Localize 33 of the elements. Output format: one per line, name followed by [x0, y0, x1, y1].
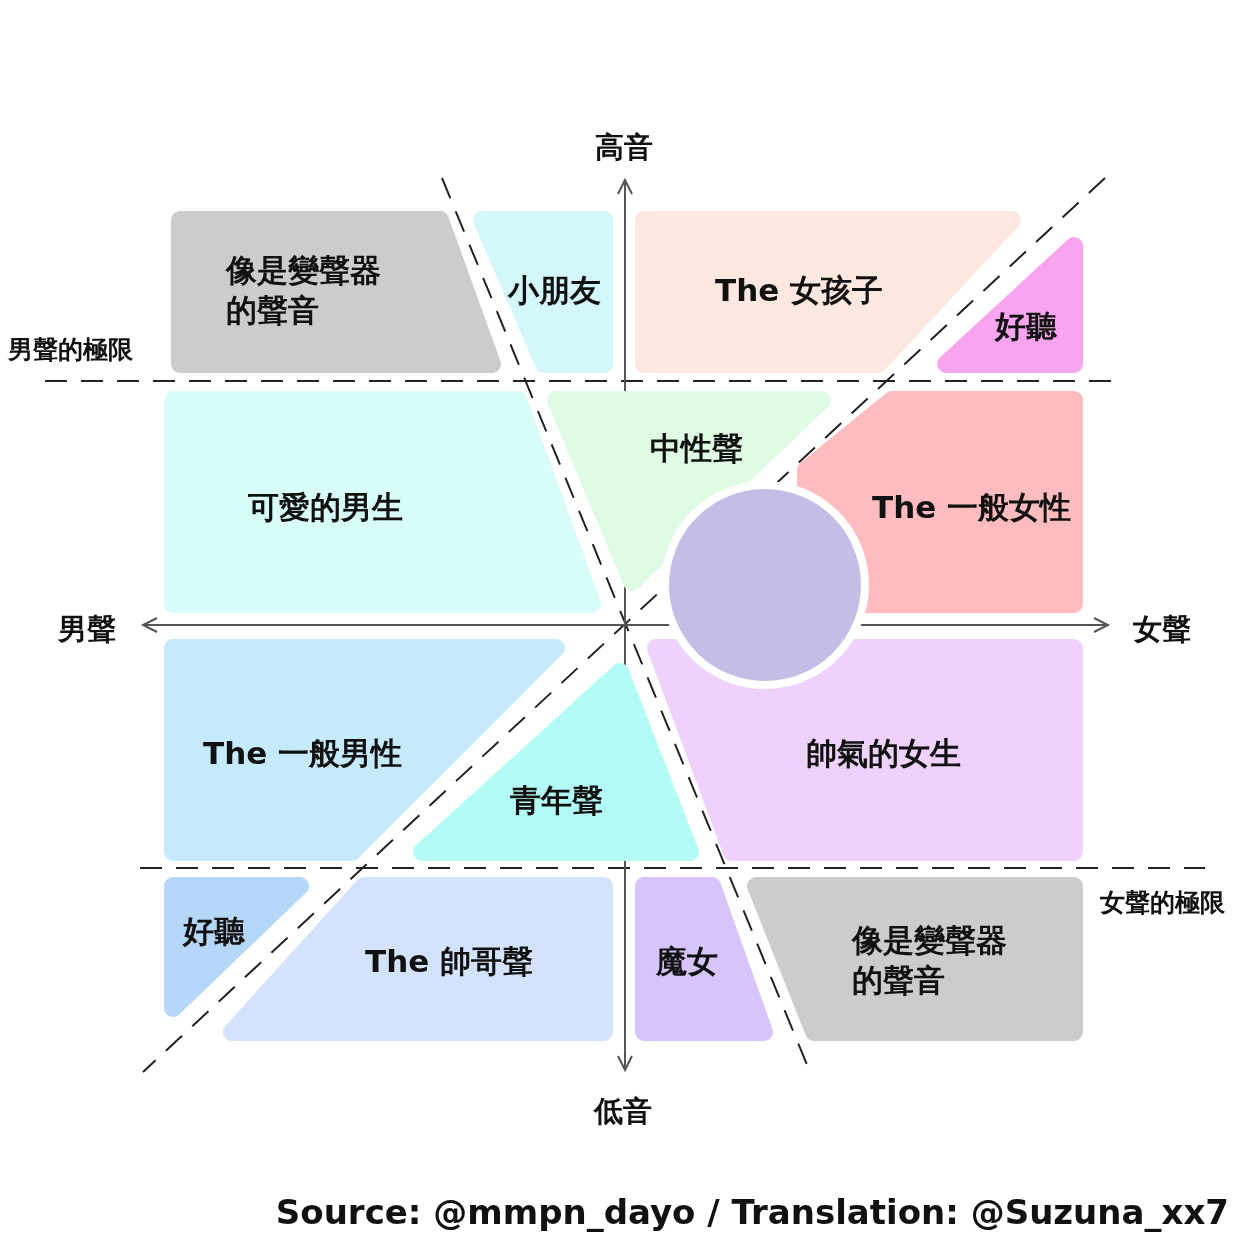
- region-label: 好聽: [183, 912, 245, 951]
- voice-region: [413, 663, 699, 861]
- region-label: 可愛的男生: [248, 488, 403, 527]
- region-label: The 一般女性: [872, 488, 1072, 527]
- region-label: The 帥哥聲: [365, 942, 534, 981]
- region-label: 中性聲: [650, 429, 743, 468]
- region-label: 好聽: [995, 307, 1057, 346]
- axis-label: 男聲: [58, 611, 116, 648]
- voice-region: [937, 237, 1083, 373]
- limit-label: 女聲的極限: [1100, 887, 1225, 919]
- region-label: 魔女: [656, 942, 718, 981]
- voice-region: [547, 391, 831, 591]
- region-label: 帥氣的女生: [806, 734, 961, 773]
- region-label: 像是變聲器的聲音: [226, 251, 382, 331]
- region-label: 青年聲: [510, 781, 603, 820]
- center-circle: [660, 480, 870, 690]
- voice-region: [171, 211, 501, 373]
- voice-region: [164, 877, 309, 1017]
- voice-region: [635, 877, 773, 1041]
- voice-region: [164, 391, 601, 613]
- voice-region: [797, 391, 1083, 613]
- region-label: 像是變聲器的聲音: [852, 921, 1008, 1001]
- region-label: The 一般男性: [203, 734, 403, 773]
- voice-region: [473, 211, 613, 373]
- axis-label: 高音: [595, 129, 653, 166]
- voice-region: [647, 639, 1083, 861]
- voice-region: [747, 877, 1083, 1041]
- axis-label: 低音: [594, 1093, 652, 1130]
- axis-label: 女聲: [1133, 611, 1191, 648]
- region-label: The 女孩子: [715, 271, 884, 310]
- limit-label: 男聲的極限: [8, 334, 133, 366]
- region-label: 小朋友: [508, 271, 601, 310]
- source-caption: Source: @mmpn_dayo / Translation: @Suzuna_xx7: [275, 1192, 1229, 1232]
